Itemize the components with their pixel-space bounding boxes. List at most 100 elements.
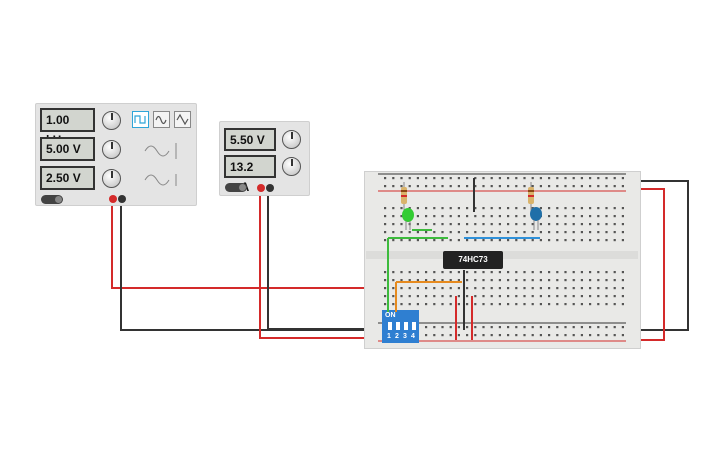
breadboard-hole[interactable] bbox=[400, 271, 403, 274]
breadboard-hole[interactable] bbox=[482, 271, 485, 274]
dip-switch-1[interactable] bbox=[388, 322, 392, 330]
breadboard-hole[interactable] bbox=[384, 279, 387, 282]
breadboard-hole[interactable] bbox=[408, 239, 411, 242]
breadboard-hole[interactable] bbox=[572, 279, 575, 282]
breadboard-hole[interactable] bbox=[548, 303, 551, 306]
breadboard-hole[interactable] bbox=[621, 271, 624, 274]
breadboard-hole[interactable] bbox=[392, 185, 395, 188]
breadboard-hole[interactable] bbox=[425, 239, 428, 242]
breadboard-hole[interactable] bbox=[605, 223, 608, 226]
breadboard-hole[interactable] bbox=[523, 295, 526, 298]
breadboard-hole[interactable] bbox=[498, 271, 501, 274]
breadboard-hole[interactable] bbox=[425, 271, 428, 274]
breadboard-hole[interactable] bbox=[490, 326, 493, 329]
breadboard-hole[interactable] bbox=[564, 215, 567, 218]
breadboard-hole[interactable] bbox=[613, 185, 616, 188]
breadboard-hole[interactable] bbox=[474, 334, 477, 337]
breadboard-hole[interactable] bbox=[474, 295, 477, 298]
breadboard-hole[interactable] bbox=[457, 207, 460, 210]
breadboard-hole[interactable] bbox=[613, 279, 616, 282]
breadboard-hole[interactable] bbox=[490, 334, 493, 337]
dip-switch-2[interactable] bbox=[396, 322, 400, 330]
breadboard-hole[interactable] bbox=[408, 295, 411, 298]
breadboard-hole[interactable] bbox=[498, 334, 501, 337]
breadboard-hole[interactable] bbox=[433, 326, 436, 329]
breadboard-hole[interactable] bbox=[605, 334, 608, 337]
breadboard-hole[interactable] bbox=[474, 271, 477, 274]
breadboard-hole[interactable] bbox=[457, 287, 460, 290]
breadboard-hole[interactable] bbox=[441, 231, 444, 234]
triangle-wave-button[interactable] bbox=[174, 111, 191, 128]
breadboard-hole[interactable] bbox=[572, 177, 575, 180]
breadboard-hole[interactable] bbox=[580, 287, 583, 290]
breadboard-hole[interactable] bbox=[392, 215, 395, 218]
breadboard-hole[interactable] bbox=[425, 185, 428, 188]
breadboard-hole[interactable] bbox=[400, 215, 403, 218]
breadboard-hole[interactable] bbox=[580, 215, 583, 218]
breadboard-hole[interactable] bbox=[490, 295, 493, 298]
breadboard-hole[interactable] bbox=[400, 303, 403, 306]
breadboard-hole[interactable] bbox=[425, 177, 428, 180]
breadboard-hole[interactable] bbox=[490, 215, 493, 218]
breadboard-hole[interactable] bbox=[621, 223, 624, 226]
breadboard-hole[interactable] bbox=[400, 207, 403, 210]
resistor-2[interactable] bbox=[528, 182, 534, 212]
breadboard-hole[interactable] bbox=[605, 215, 608, 218]
breadboard-hole[interactable] bbox=[539, 271, 542, 274]
breadboard-hole[interactable] bbox=[572, 223, 575, 226]
amplitude-knob[interactable] bbox=[102, 140, 121, 159]
breadboard-hole[interactable] bbox=[556, 223, 559, 226]
breadboard-hole[interactable] bbox=[515, 326, 518, 329]
breadboard-hole[interactable] bbox=[597, 326, 600, 329]
breadboard-hole[interactable] bbox=[482, 295, 485, 298]
breadboard-hole[interactable] bbox=[457, 279, 460, 282]
breadboard-hole[interactable] bbox=[474, 215, 477, 218]
breadboard-hole[interactable] bbox=[597, 177, 600, 180]
breadboard-hole[interactable] bbox=[416, 177, 419, 180]
breadboard-hole[interactable] bbox=[548, 287, 551, 290]
breadboard-hole[interactable] bbox=[580, 303, 583, 306]
green-led[interactable] bbox=[402, 208, 414, 230]
breadboard-hole[interactable] bbox=[580, 239, 583, 242]
breadboard-hole[interactable] bbox=[539, 303, 542, 306]
breadboard-hole[interactable] bbox=[474, 177, 477, 180]
breadboard-hole[interactable] bbox=[523, 279, 526, 282]
breadboard-hole[interactable] bbox=[621, 279, 624, 282]
breadboard-hole[interactable] bbox=[539, 231, 542, 234]
breadboard-hole[interactable] bbox=[580, 334, 583, 337]
breadboard-hole[interactable] bbox=[482, 239, 485, 242]
breadboard-hole[interactable] bbox=[597, 223, 600, 226]
breadboard-hole[interactable] bbox=[466, 185, 469, 188]
breadboard-hole[interactable] bbox=[523, 215, 526, 218]
breadboard-hole[interactable] bbox=[531, 334, 534, 337]
breadboard-hole[interactable] bbox=[613, 287, 616, 290]
frequency-knob[interactable] bbox=[102, 111, 121, 130]
breadboard-hole[interactable] bbox=[425, 295, 428, 298]
breadboard-hole[interactable] bbox=[572, 287, 575, 290]
breadboard-hole[interactable] bbox=[433, 287, 436, 290]
breadboard-hole[interactable] bbox=[548, 326, 551, 329]
breadboard-hole[interactable] bbox=[515, 334, 518, 337]
current-knob[interactable] bbox=[282, 157, 301, 176]
breadboard-hole[interactable] bbox=[400, 239, 403, 242]
breadboard-hole[interactable] bbox=[392, 271, 395, 274]
breadboard-hole[interactable] bbox=[416, 287, 419, 290]
breadboard-hole[interactable] bbox=[548, 271, 551, 274]
breadboard-hole[interactable] bbox=[416, 207, 419, 210]
breadboard-hole[interactable] bbox=[531, 303, 534, 306]
breadboard-hole[interactable] bbox=[507, 185, 510, 188]
breadboard-hole[interactable] bbox=[408, 207, 411, 210]
breadboard-hole[interactable] bbox=[597, 185, 600, 188]
breadboard-hole[interactable] bbox=[490, 231, 493, 234]
breadboard-hole[interactable] bbox=[441, 334, 444, 337]
breadboard-hole[interactable] bbox=[449, 295, 452, 298]
breadboard-hole[interactable] bbox=[613, 326, 616, 329]
breadboard-hole[interactable] bbox=[531, 223, 534, 226]
breadboard-hole[interactable] bbox=[605, 177, 608, 180]
breadboard-hole[interactable] bbox=[457, 303, 460, 306]
breadboard-hole[interactable] bbox=[466, 239, 469, 242]
breadboard-hole[interactable] bbox=[466, 231, 469, 234]
breadboard-hole[interactable] bbox=[548, 185, 551, 188]
breadboard-hole[interactable] bbox=[556, 215, 559, 218]
breadboard-hole[interactable] bbox=[392, 231, 395, 234]
